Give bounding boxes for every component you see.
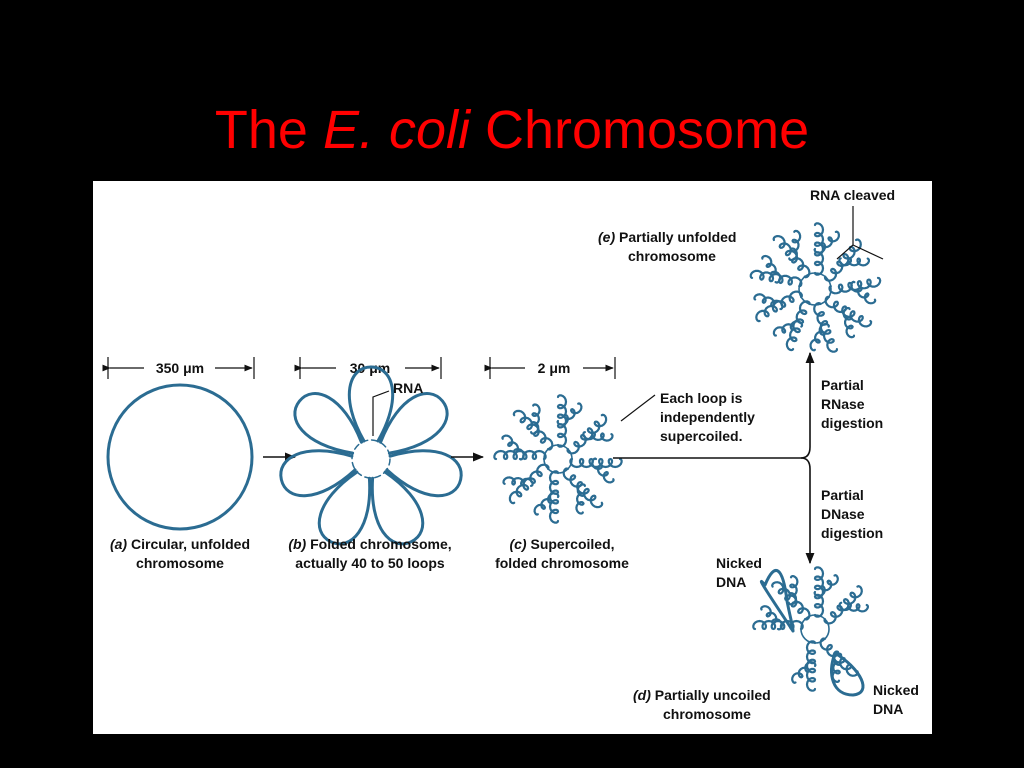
caption-e-letter: (e) <box>598 229 615 245</box>
caption-b-text: Folded chromosome, <box>310 536 452 552</box>
rna-label-b: RNA <box>393 380 423 396</box>
callout-pointer-c <box>620 394 656 422</box>
dnase-line1: Partial <box>821 487 864 503</box>
rna-cleaved-pointer-2 <box>852 244 884 260</box>
chromosome-figure: 350 μm (a) Circular, unfolded chromosome… <box>93 181 932 734</box>
caption-a-line2: chromosome <box>136 555 224 571</box>
caption-d-line2: chromosome <box>663 706 751 722</box>
panel-b: 30 μm RNA (b) Folded chromosome, actuall… <box>279 357 463 571</box>
caption-d-text: Partially uncoiled <box>655 687 771 703</box>
scale-bar-a: 350 μm <box>102 357 255 379</box>
rna-cleaved-label: RNA cleaved <box>810 187 895 203</box>
slide-title: The E. coli Chromosome <box>0 100 1024 160</box>
scale-bar-c: 2 μm <box>484 357 616 379</box>
caption-e-line1: (e) Partially unfolded <box>598 229 736 245</box>
scale-label-a: 350 μm <box>156 360 204 376</box>
nicked-dna-2-line1: Nicked <box>873 682 919 698</box>
nicked-loop-1 <box>759 569 795 633</box>
partially-unfolded-chromosome <box>749 222 882 353</box>
nicked-dna-1-line1: Nicked <box>716 555 762 571</box>
branch-connector <box>613 351 815 565</box>
panel-a: 350 μm (a) Circular, unfolded chromosome <box>102 357 255 571</box>
rna-pointer-b <box>372 390 390 436</box>
caption-c-line2: folded chromosome <box>495 555 629 571</box>
supercoiled-chromosome <box>493 394 623 524</box>
caption-d-letter: (d) <box>633 687 651 703</box>
rnase-line3: digestion <box>821 415 883 431</box>
rnase-line1: Partial <box>821 377 864 393</box>
nicked-dna-1-line2: DNA <box>716 574 746 590</box>
nicked-loop-2 <box>830 651 865 697</box>
title-organism: E. coli <box>322 100 470 160</box>
caption-b-line2: actually 40 to 50 loops <box>295 555 445 571</box>
caption-c-line1: (c) Supercoiled, <box>509 536 614 552</box>
caption-e-text: Partially unfolded <box>619 229 736 245</box>
nicked-dna-2-line2: DNA <box>873 701 903 717</box>
dnase-line3: digestion <box>821 525 883 541</box>
caption-c-text: Supercoiled, <box>530 536 614 552</box>
caption-d-line1: (d) Partially uncoiled <box>633 687 771 703</box>
panel-c: 2 μm Each loop is independently supercoi… <box>484 357 755 571</box>
caption-a-line1: (a) Circular, unfolded <box>110 536 250 552</box>
callout-line2: independently <box>660 409 755 425</box>
panel-d: Nicked DNA Nicked DNA (d) Partially unco… <box>633 555 919 722</box>
circular-chromosome <box>106 383 254 531</box>
rnase-step-label: Partial RNase digestion <box>821 377 883 431</box>
title-part3: Chromosome <box>470 100 810 160</box>
callout-line3: supercoiled. <box>660 428 742 444</box>
rnase-line2: RNase <box>821 396 865 412</box>
caption-a-letter: (a) <box>110 536 127 552</box>
dnase-line2: DNase <box>821 506 865 522</box>
caption-b-line1: (b) Folded chromosome, <box>288 536 451 552</box>
title-part1: The <box>214 100 323 160</box>
folded-chromosome <box>279 365 463 546</box>
caption-a-text: Circular, unfolded <box>131 536 250 552</box>
caption-e-line2: chromosome <box>628 248 716 264</box>
caption-b-letter: (b) <box>288 536 306 552</box>
partially-uncoiled-chromosome <box>752 566 870 692</box>
panel-e: RNA cleaved (e) Partially unfolded chrom… <box>598 187 895 353</box>
callout-line1: Each loop is <box>660 390 743 406</box>
scale-label-c: 2 μm <box>538 360 571 376</box>
caption-c-letter: (c) <box>509 536 526 552</box>
dnase-step-label: Partial DNase digestion <box>821 487 883 541</box>
